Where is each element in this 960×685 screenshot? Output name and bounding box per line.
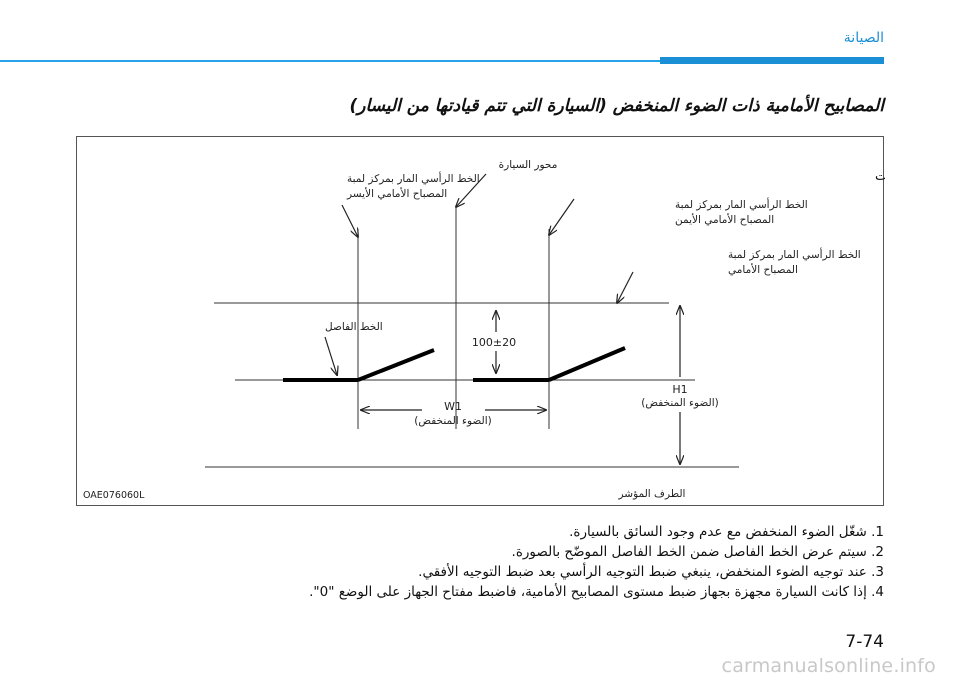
arrow-cutoff	[324, 336, 337, 375]
watermark: carmanualsonline.info	[721, 655, 936, 677]
arrow-left-lamp	[341, 204, 358, 237]
arrow-vehicle-axis	[456, 173, 487, 207]
arrow-lamp-h	[617, 271, 634, 303]
step-item: 1. شغّل الضوء المنخفض مع عدم وجود السائق…	[569, 524, 884, 540]
label-h1-sub: (الضوء المنخفض)	[641, 397, 718, 409]
header-rule-accent	[660, 57, 884, 64]
arrow-right-lamp	[549, 198, 575, 235]
label-right-lamp-1: الخط الرأسي المار بمركز لمبة	[675, 197, 808, 211]
instruction-steps: 1. شغّل الضوء المنخفض مع عدم وجود السائق…	[64, 522, 884, 602]
step-item: 3. عند توجيه الضوء المنخفض، ينبغي ضبط ال…	[418, 564, 884, 580]
left-cutoff-slope	[357, 348, 435, 382]
section-name: الصيانة	[843, 30, 884, 46]
label-w1: W1	[444, 400, 462, 413]
label-lamp-h-1: الخط الرأسي المار بمركز لمبة	[728, 247, 861, 261]
label-lamp-h-2: المصباح الأمامي	[728, 263, 798, 276]
label-left-lamp-2: المصباح الأمامي الأيسر	[346, 187, 447, 200]
aiming-diagram-figure: ■ استناداً إلى شاشة مقاس 10 بوصات مح	[76, 136, 885, 506]
page-heading: المصابيح الأمامية ذات الضوء المنخفض (الس…	[349, 96, 884, 116]
aiming-diagram: ■ استناداً إلى شاشة مقاس 10 بوصات مح	[83, 159, 885, 501]
label-ground: الطرف المؤشر	[618, 488, 686, 500]
label-left-lamp-1: الخط الرأسي المار بمركز لمبة	[347, 171, 480, 185]
label-w1-sub: (الضوء المنخفض)	[414, 415, 491, 427]
label-right-lamp-2: المصباح الأمامي الأيمن	[675, 213, 774, 226]
figure-code: OAE076060L	[83, 490, 145, 501]
header-rule	[0, 60, 884, 62]
label-vehicle-axis: محور السيارة	[499, 159, 558, 171]
right-cutoff-slope	[548, 346, 626, 382]
step-item: 2. سيتم عرض الخط الفاصل ضمن الخط الفاصل …	[511, 544, 884, 560]
step-item: 4. إذا كانت السيارة مجهزة بجهاز ضبط مستو…	[309, 584, 884, 600]
figure-bullet: ■ استناداً إلى شاشة مقاس 10 بوصات	[875, 166, 885, 184]
page-number: 7-74	[845, 632, 884, 652]
label-cutoff-line: الخط الفاصل	[325, 321, 383, 333]
label-h1: H1	[672, 383, 687, 396]
label-tolerance: 100±20	[472, 336, 516, 349]
